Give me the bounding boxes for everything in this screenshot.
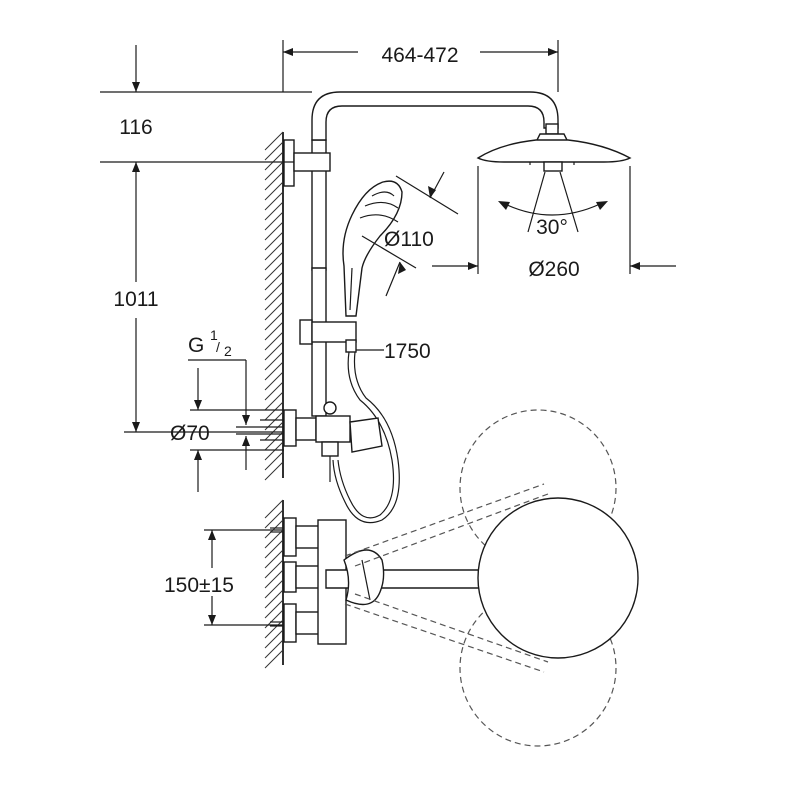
wall-hatch-line <box>264 441 284 461</box>
wall-hatch-line <box>264 161 284 181</box>
wall-hatch-line <box>264 361 284 381</box>
wall-bracket-upper <box>283 139 331 187</box>
wall-hatch-line <box>264 251 284 271</box>
wall-hatch-line <box>264 221 284 241</box>
wall-hatch-line <box>264 461 284 481</box>
dimension-connection: G 1 / 2 <box>188 327 250 470</box>
wall-hatch-line <box>264 151 284 171</box>
label-hose: 1750 <box>384 340 431 363</box>
label-angle: 30° <box>536 216 568 239</box>
thermostat-mixer-front <box>236 401 383 482</box>
head-shower <box>476 123 632 172</box>
label-head-shower: Ø260 <box>528 258 579 281</box>
wall-hatch-line <box>264 391 284 411</box>
wall-hatch-line <box>264 171 284 191</box>
wall-hatch-line <box>264 519 284 539</box>
dimension-angle: 30° <box>536 216 568 239</box>
wall-hatch-line <box>264 341 284 361</box>
wall-hatch-line <box>264 649 284 669</box>
wall-hatch-line <box>264 181 284 201</box>
wall-hatch-line <box>264 431 284 451</box>
wall-hatch-line <box>264 261 284 281</box>
wall-hatch-line <box>264 401 284 421</box>
wall-hatch-line <box>264 131 284 151</box>
wall-upper <box>264 131 284 481</box>
dimension-height: 1011 <box>113 162 284 433</box>
wall-hatch-line <box>264 619 284 639</box>
wall-hatch-line <box>264 509 284 529</box>
wall-hatch-line <box>264 191 284 211</box>
label-connection-den: 2 <box>224 343 232 359</box>
label-centers: 150±15 <box>164 574 234 597</box>
wall-hatch-line <box>264 141 284 161</box>
wall-hatch-line <box>264 331 284 351</box>
shower-riser-pipe <box>311 91 559 417</box>
hand-shower <box>342 180 403 317</box>
swing-range-indicator <box>344 409 639 747</box>
hand-shower-holder <box>299 319 357 353</box>
wall-hatch-line <box>264 381 284 401</box>
dimension-hand-shower: Ø110 <box>361 171 459 297</box>
wall-hatch-line <box>264 599 284 619</box>
wall-hatch-line <box>264 639 284 659</box>
wall-hatch-line <box>264 301 284 321</box>
label-height: 1011 <box>113 288 158 311</box>
wall-hatch-line <box>264 629 284 649</box>
wall-hatch-line <box>264 559 284 579</box>
label-width: 464-472 <box>381 44 458 67</box>
label-connection-num: 1 <box>210 327 218 343</box>
wall-hatch-line <box>264 371 284 391</box>
label-top-offset: 116 <box>119 116 152 139</box>
wall-hatch-line <box>264 291 284 311</box>
wall-hatch-line <box>264 529 284 549</box>
wall-hatch-line <box>264 421 284 441</box>
wall-hatch-line <box>264 351 284 371</box>
wall-hatch-line <box>264 231 284 251</box>
wall-hatch-line <box>264 589 284 609</box>
dimension-top-offset: 116 <box>100 45 312 163</box>
wall-hatch-line <box>264 271 284 291</box>
dimension-centers: 150±15 <box>164 529 284 626</box>
wall-hatch-line <box>264 211 284 231</box>
label-connection-slash: / <box>216 339 220 355</box>
wall-hatch-line <box>264 549 284 569</box>
wall-hatch-line <box>264 311 284 331</box>
dimension-head-shower: Ø260 <box>432 166 676 281</box>
wall-hatch-line <box>264 201 284 221</box>
shower-hose <box>332 351 400 524</box>
wall-hatch-line <box>264 281 284 301</box>
wall-hatch-line <box>264 569 284 589</box>
wall-hatch-line <box>264 499 284 519</box>
label-flange: Ø70 <box>170 422 210 445</box>
wall-lower <box>264 499 284 669</box>
label-hand-shower: Ø110 <box>384 228 434 251</box>
label-connection: G <box>188 334 204 357</box>
wall-hatch-line <box>264 241 284 261</box>
dimension-hose: 1750 <box>356 340 431 363</box>
wall-hatch-line <box>264 321 284 341</box>
dimension-flange: Ø70 <box>170 368 284 492</box>
spray-angle-indicator <box>498 171 608 233</box>
wall-hatch-line <box>264 579 284 599</box>
wall-hatch-line <box>264 451 284 471</box>
wall-hatch-line <box>264 539 284 559</box>
dimension-width: 464-472 <box>282 40 559 92</box>
